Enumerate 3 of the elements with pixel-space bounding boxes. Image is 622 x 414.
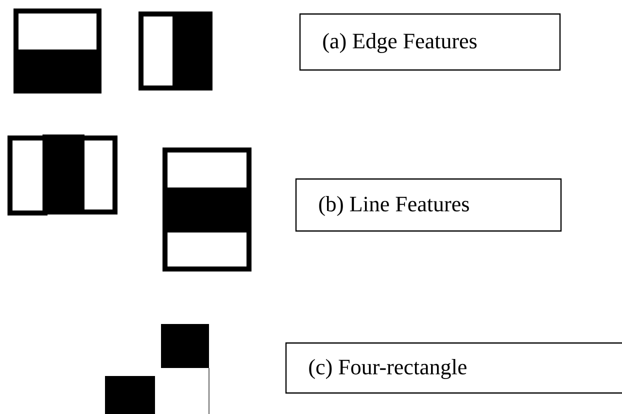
label-box: (a) Edge Features	[299, 13, 561, 71]
label-box: (b) Line Features	[295, 178, 562, 232]
label-box: (c) Four-rectangle	[285, 342, 622, 394]
